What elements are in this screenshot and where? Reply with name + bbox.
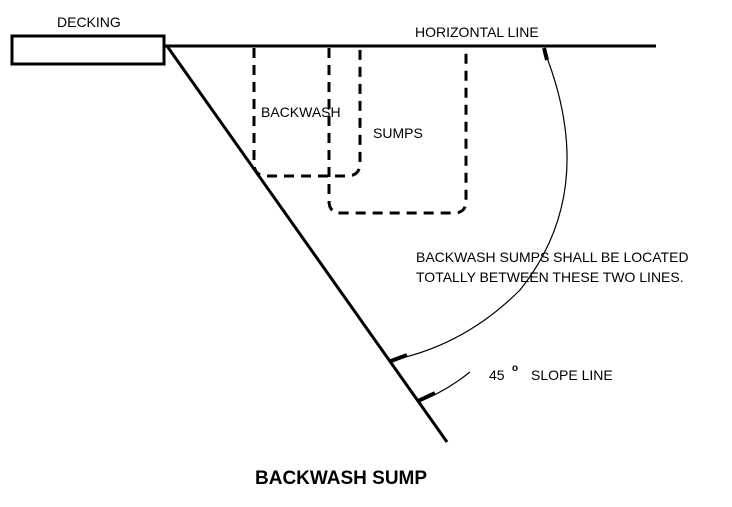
decking-label: DECKING [57, 14, 121, 30]
diagram-title: BACKWASH SUMP [255, 468, 427, 489]
note-line-2: TOTALLY BETWEEN THESE TWO LINES. [416, 269, 684, 285]
sumps-label: SUMPS [373, 125, 423, 141]
arc-top-tick [542, 47, 549, 61]
backwash-sump-outline [252, 48, 362, 178]
slope-line-label: SLOPE LINE [531, 367, 613, 383]
backwash-label: BACKWASH [261, 104, 341, 120]
angle-arc [392, 49, 568, 361]
decking-slab [10, 34, 166, 66]
sumps-outline [327, 48, 468, 215]
slope-number: 45 [489, 367, 505, 383]
note-line-1: BACKWASH SUMPS SHALL BE LOCATED [416, 249, 689, 265]
arc-bottom-tick [390, 353, 408, 363]
slope-leader-tick [417, 391, 436, 403]
horizontal-line-label: HORIZONTAL LINE [415, 24, 539, 40]
degree-mark: o [512, 363, 518, 374]
slope-line [165, 45, 449, 443]
